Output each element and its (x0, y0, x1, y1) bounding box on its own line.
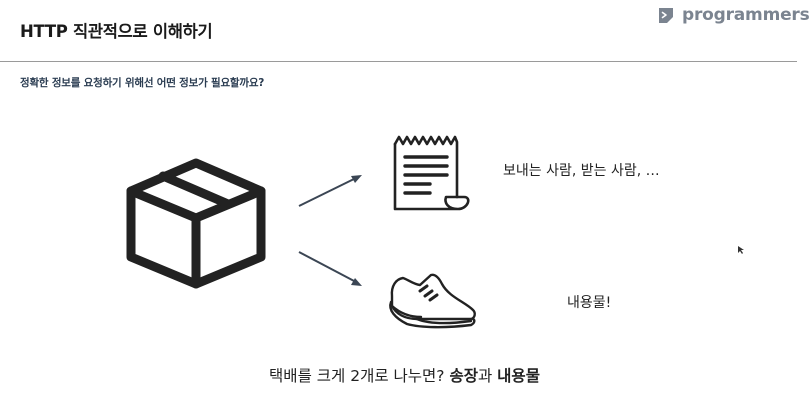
summary-text: 택배를 크게 2개로 나누면? 송장과 내용물 (0, 364, 809, 386)
summary-prefix: 택배를 크게 2개로 나누면? (269, 367, 450, 385)
contents-label: 내용물! (567, 295, 612, 311)
summary-middle: 과 (477, 367, 498, 385)
header-divider (0, 61, 797, 62)
summary-bold-invoice: 송장 (449, 367, 478, 385)
programmers-logo: programmers (656, 4, 809, 26)
arrow-icon (298, 175, 362, 207)
question-text: 정확한 정보를 요청하기 위해선 어떤 정보가 필요할까요? (20, 77, 265, 89)
box-icon (126, 158, 266, 289)
summary-bold-contents: 내용물 (497, 367, 540, 385)
page-title: HTTP 직관적으로 이해하기 (20, 22, 213, 41)
logo-text: programmers (682, 5, 809, 25)
arrow-icon (298, 251, 362, 286)
receipt-icon (393, 135, 470, 211)
shoe-icon (389, 273, 476, 329)
invoice-label: 보내는 사람, 받는 사람, … (503, 163, 660, 179)
cursor-icon (738, 246, 744, 254)
logo-icon (659, 8, 673, 23)
